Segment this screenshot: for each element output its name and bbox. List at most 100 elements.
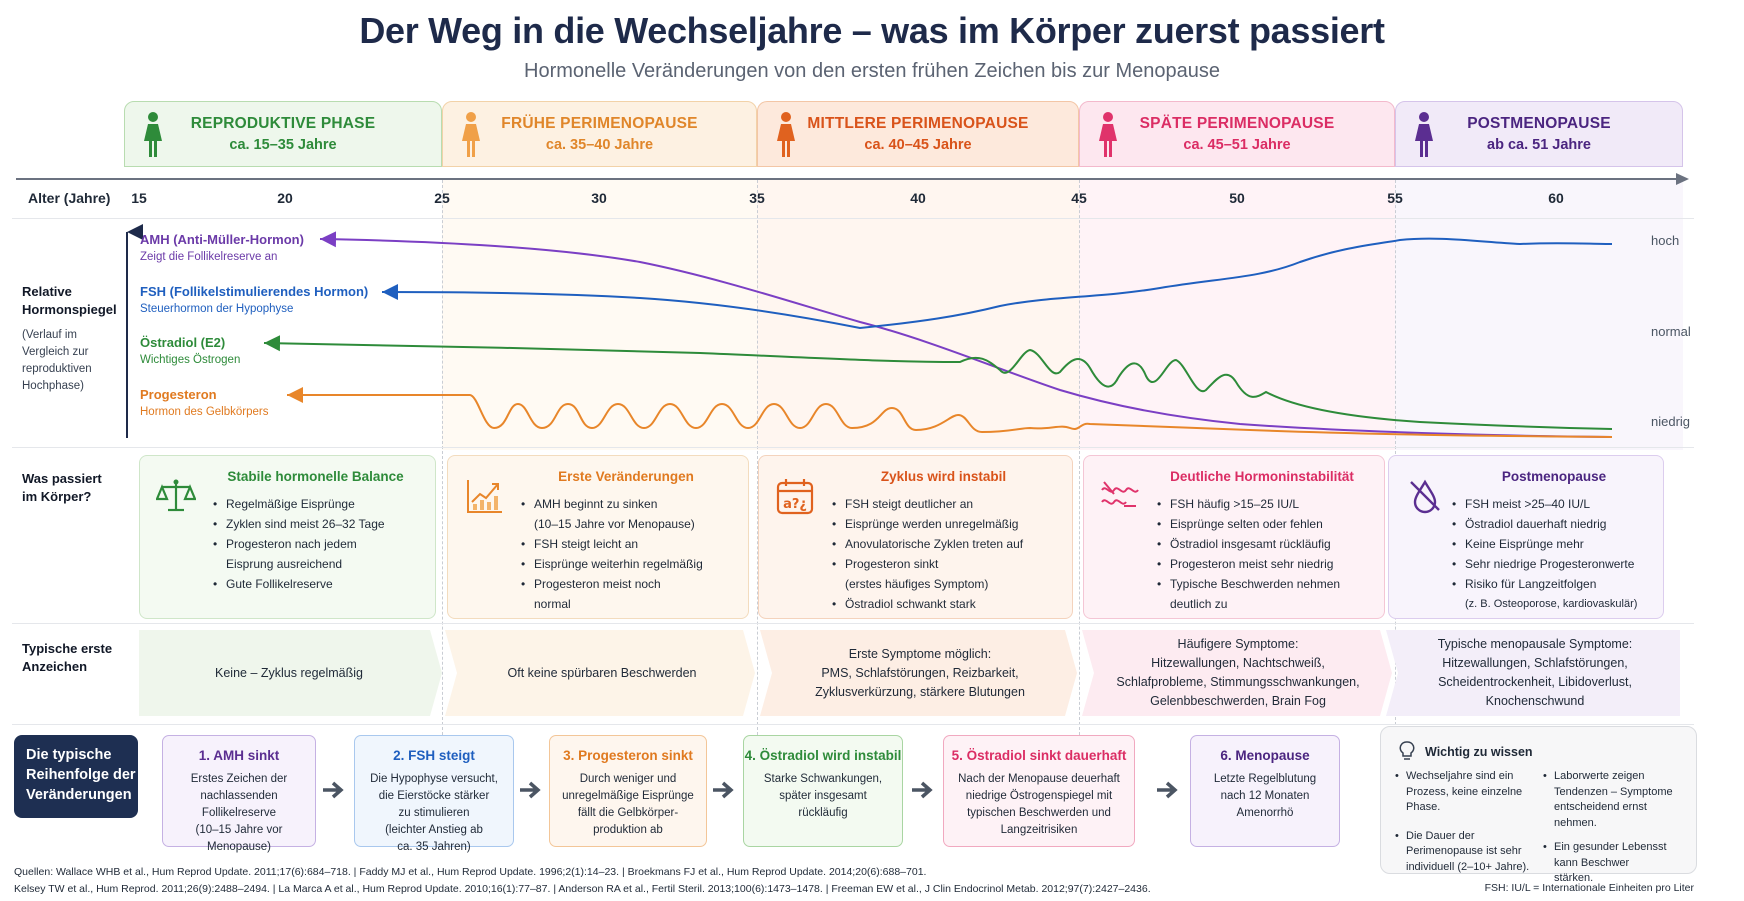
hormone-name-fsh: FSH (Follikelstimulierendes Hormon) bbox=[140, 284, 369, 299]
body-box-early: Erste Veränderungen AMH beginnt zu sinke… bbox=[447, 455, 749, 619]
phase-age: ca. 35–40 Jahre bbox=[545, 137, 654, 153]
fsh-curve bbox=[381, 237, 1613, 330]
phase-age: ca. 15–35 Jahre bbox=[229, 137, 337, 153]
body-box-title: Stabile hormonelle Balance bbox=[227, 469, 404, 484]
axis-label: Alter (Jahre) bbox=[28, 190, 111, 206]
sign-early: Oft keine spürbaren Beschwerden bbox=[507, 665, 697, 680]
svg-text:a?¿: a?¿ bbox=[783, 497, 807, 512]
list-item: Keine Eisprünge mehr bbox=[1452, 534, 1659, 554]
sequence-step-2: 2. FSH steigt Die Hypophyse versucht,die… bbox=[354, 735, 514, 853]
woman-icon bbox=[777, 112, 795, 157]
phase-postmenopause: POSTMENOPAUSE ab ca. 51 Jahre bbox=[1395, 101, 1683, 167]
hormone-name-estradiol: Östradiol (E2) bbox=[140, 335, 226, 350]
sequence-step-4: 4. Östradiol wird instabil Starke Schwan… bbox=[743, 735, 903, 847]
sign-mid: Erste Symptome möglich:PMS, Schlafstörun… bbox=[815, 646, 1025, 699]
list-item: FSH häufig >15–25 IU/L bbox=[1157, 494, 1380, 514]
info-box: Wichtig zu wissen Wechseljahre sind einP… bbox=[1380, 726, 1697, 884]
info-title: Wichtig zu wissen bbox=[1425, 745, 1533, 759]
phase-age: ab ca. 51 Jahre bbox=[1487, 137, 1591, 153]
list-item: Östradiol insgesamt rückläufig bbox=[1157, 534, 1380, 554]
axis-tick: 40 bbox=[910, 190, 926, 206]
body-box-list: Regelmäßige Eisprünge Zyklen sind meist … bbox=[213, 494, 431, 594]
list-item: AMH beginnt zu sinken(10–15 Jahre vor Me… bbox=[521, 494, 744, 534]
list-item: FSH steigt leicht an bbox=[521, 534, 744, 554]
phase-mid-perimenopause: MITTLERE PERIMENOPAUSE ca. 40–45 Jahre bbox=[757, 101, 1079, 167]
phase-name: REPRODUKTIVE PHASE bbox=[190, 115, 376, 132]
body-box-list: AMH beginnt zu sinken(10–15 Jahre vor Me… bbox=[521, 494, 744, 614]
no-drop-icon bbox=[1410, 479, 1440, 514]
list-item: Eisprünge selten oder fehlen bbox=[1157, 514, 1380, 534]
fsh-unit-note: FSH: IU/L = Internationale Einheiten pro… bbox=[1484, 882, 1694, 894]
phase-name: SPÄTE PERIMENOPAUSE bbox=[1139, 115, 1335, 132]
sources-line-2: Kelsey TW et al., Hum Reprod. 2011;26(9)… bbox=[14, 883, 1151, 895]
row-separator bbox=[12, 724, 1694, 725]
phase-bg-late bbox=[1079, 180, 1395, 450]
phase-age: ca. 45–51 Jahre bbox=[1183, 137, 1291, 153]
step-title: 4. Östradiol wird instabil bbox=[744, 748, 902, 763]
chart-icon bbox=[467, 480, 502, 513]
list-item: Regelmäßige Eisprünge bbox=[213, 494, 431, 514]
row-separator bbox=[12, 218, 1694, 219]
sequence-step-5: 5. Östradiol sinkt dauerhaft Nach der Me… bbox=[943, 735, 1135, 847]
woman-icon bbox=[144, 112, 162, 157]
hormone-name-amh: AMH (Anti-Müller-Hormon) bbox=[140, 232, 304, 247]
phase-bg-early bbox=[442, 180, 757, 450]
list-item: FSH meist >25–40 IU/L bbox=[1452, 494, 1659, 514]
divider-35 bbox=[757, 180, 758, 735]
phase-bg-post bbox=[1395, 180, 1683, 450]
level-normal: normal bbox=[1651, 324, 1691, 339]
body-box-late: Deutliche Hormoninstabilität FSH häufig … bbox=[1083, 455, 1385, 619]
list-item: Progesteron meist sehr niedrig bbox=[1157, 554, 1380, 574]
list-item: Zyklen sind meist 26–32 Tage bbox=[213, 514, 431, 534]
row-separator bbox=[12, 623, 1694, 624]
step-title: 5. Östradiol sinkt dauerhaft bbox=[951, 748, 1127, 763]
woman-icon bbox=[1099, 112, 1117, 157]
axis-tick: 50 bbox=[1229, 190, 1245, 206]
list-item: Östradiol schwankt stark bbox=[832, 594, 1068, 614]
arrow-right-icon bbox=[1157, 781, 1178, 799]
axis-tick: 30 bbox=[591, 190, 607, 206]
sign-late: Häufigere Symptome:Hitzewallungen, Nacht… bbox=[1116, 637, 1360, 708]
body-box-title: Deutliche Hormoninstabilität bbox=[1170, 469, 1354, 484]
step-title: 6. Menopause bbox=[1220, 748, 1310, 763]
calendar-icon: a?¿ bbox=[776, 479, 814, 515]
divider-25 bbox=[442, 180, 443, 735]
hormone-section-note: (Verlauf im Vergleich zur reproduktiven … bbox=[22, 329, 92, 392]
arrow-right-icon bbox=[520, 781, 541, 799]
phase-name: POSTMENOPAUSE bbox=[1467, 115, 1611, 132]
level-high: hoch bbox=[1651, 233, 1680, 248]
phase-name: MITTLERE PERIMENOPAUSE bbox=[807, 115, 1029, 132]
divider-45 bbox=[1079, 180, 1080, 735]
list-item: Östradiol dauerhaft niedrig bbox=[1452, 514, 1659, 534]
body-box-list: FSH häufig >15–25 IU/L Eisprünge selten … bbox=[1157, 494, 1380, 614]
body-box-title: Postmenopause bbox=[1501, 469, 1607, 484]
list-item: Sehr niedrige Progesteronwerte bbox=[1452, 554, 1659, 574]
progesterone-curve bbox=[287, 387, 1613, 438]
woman-icon bbox=[462, 112, 480, 157]
body-box-list: FSH steigt deutlicher an Eisprünge werde… bbox=[832, 494, 1068, 614]
body-box-mid: a?¿ Zyklus wird instabil FSH steigt deut… bbox=[758, 455, 1073, 619]
age-axis-line bbox=[16, 178, 1682, 180]
hormone-desc-estradiol: Wichtiges Östrogen bbox=[140, 354, 241, 366]
sign-reproductive: Keine – Zyklus regelmäßig bbox=[215, 665, 363, 680]
phase-late-perimenopause: SPÄTE PERIMENOPAUSE ca. 45–51 Jahre bbox=[1079, 101, 1395, 167]
hormone-desc-fsh: Steuerhormon der Hypophyse bbox=[140, 303, 294, 315]
arrow-right-icon bbox=[713, 781, 734, 799]
arrow-right-icon bbox=[912, 781, 933, 799]
phase-age: ca. 40–45 Jahre bbox=[864, 137, 972, 153]
fluctuation-icon bbox=[1101, 481, 1139, 507]
